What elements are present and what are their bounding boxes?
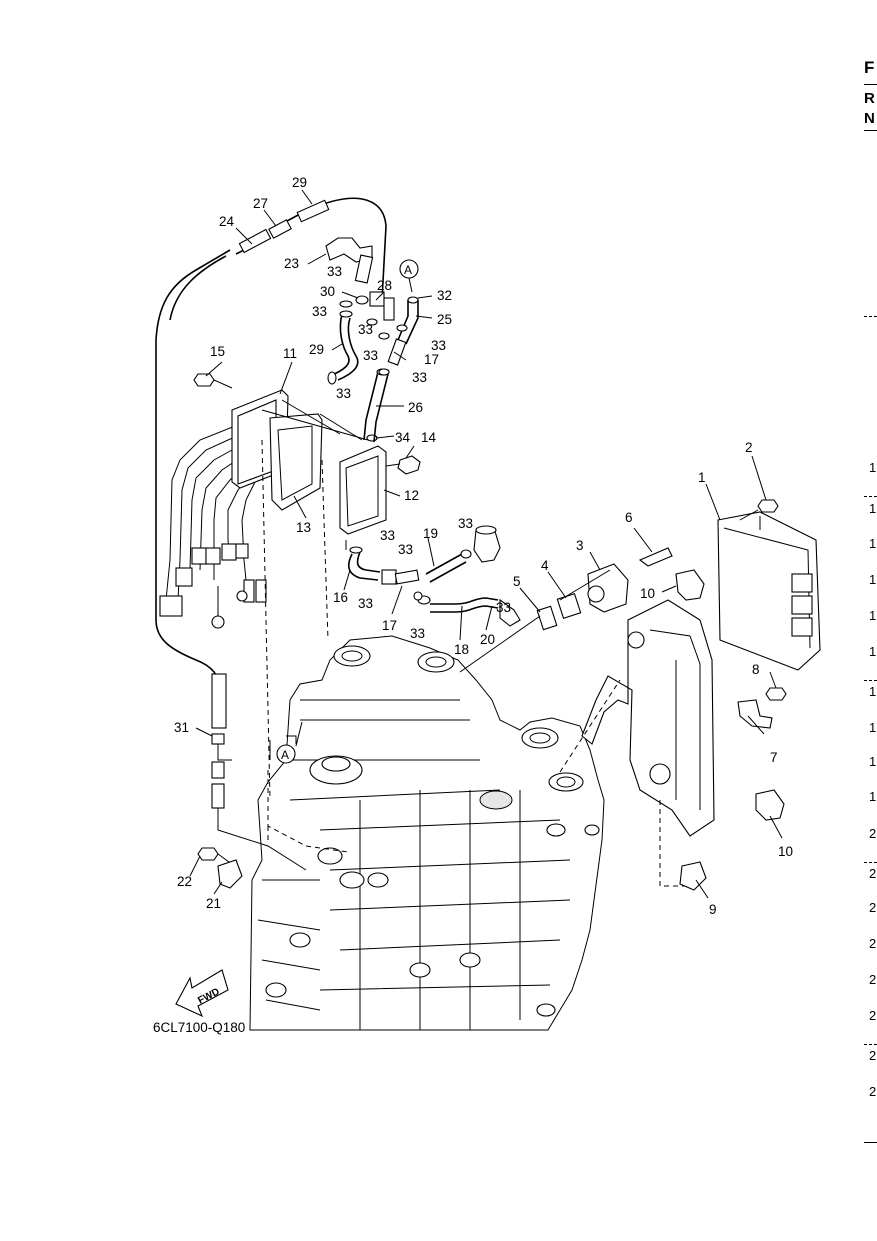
callout-33b: 33 <box>312 304 327 319</box>
callout-6: 6 <box>625 510 633 525</box>
leader-lines <box>189 189 783 899</box>
wiring-harness <box>159 419 267 629</box>
callout-31: 31 <box>174 720 189 735</box>
side-rule <box>864 496 877 497</box>
callout-10b: 10 <box>778 844 793 859</box>
side-rule <box>864 130 877 131</box>
fasteners-21-22 <box>197 847 243 889</box>
callout-12: 12 <box>404 488 419 503</box>
callout-33h: 33 <box>380 528 395 543</box>
callout-11: 11 <box>283 346 297 361</box>
callout-33g: 33 <box>336 386 351 401</box>
callout-9: 9 <box>709 902 717 917</box>
side-num: 1 <box>869 572 877 587</box>
side-num: 1 <box>869 608 877 623</box>
callout-33d: 33 <box>363 348 378 363</box>
side-letter-r: R <box>864 90 875 107</box>
side-num: 1 <box>869 754 877 769</box>
callout-4: 4 <box>541 558 549 573</box>
side-num: 1 <box>869 460 877 475</box>
ref-label-a-bottom: A <box>281 748 289 762</box>
side-num: 2 <box>869 1048 877 1063</box>
side-rule <box>864 680 877 681</box>
callout-33l: 33 <box>410 626 425 641</box>
side-num: 1 <box>869 720 877 735</box>
callout-33j: 33 <box>398 542 413 557</box>
callout-20: 20 <box>480 632 495 647</box>
fwd-arrow <box>175 969 229 1018</box>
callout-19: 19 <box>423 526 438 541</box>
callout-22: 22 <box>177 874 192 889</box>
callout-labels: 1 2 3 4 5 6 7 8 9 10 10 11 12 13 14 15 1… <box>153 175 793 1035</box>
side-num: 2 <box>869 1084 877 1099</box>
side-num: 1 <box>869 684 877 699</box>
side-num: 1 <box>869 644 877 659</box>
callout-29a: 29 <box>292 175 307 190</box>
callout-26: 26 <box>408 400 423 415</box>
callout-13: 13 <box>296 520 311 535</box>
callout-8: 8 <box>752 662 760 677</box>
callout-33a: 33 <box>327 264 342 279</box>
callout-25: 25 <box>437 312 452 327</box>
figure-code: 6CL7100-Q180 <box>153 1020 245 1035</box>
side-rule <box>864 1044 877 1045</box>
side-num: 2 <box>869 936 877 951</box>
callout-24: 24 <box>219 214 235 229</box>
callout-29b: 29 <box>309 342 324 357</box>
hose-run <box>155 197 387 871</box>
ecu-bracket <box>559 499 821 891</box>
callout-17b: 17 <box>382 618 397 633</box>
callout-10a: 10 <box>640 586 655 601</box>
callout-1: 1 <box>698 470 706 485</box>
side-num: 2 <box>869 900 877 915</box>
side-num: 2 <box>869 826 877 841</box>
vapor-hoses <box>345 525 521 627</box>
side-rule <box>864 84 877 85</box>
side-num: 1 <box>869 789 877 804</box>
callout-33c: 33 <box>358 322 373 337</box>
callout-33k: 33 <box>358 596 373 611</box>
callout-33m: 33 <box>496 600 511 615</box>
callout-32: 32 <box>437 288 452 303</box>
callout-30: 30 <box>320 284 335 299</box>
side-num: 1 <box>869 536 877 551</box>
side-rule <box>864 316 877 317</box>
callout-33i: 33 <box>458 516 473 531</box>
side-rule <box>864 862 877 863</box>
callout-5: 5 <box>513 574 521 589</box>
callout-34: 34 <box>395 430 411 445</box>
callout-2: 2 <box>745 440 753 455</box>
engine-block <box>249 635 605 1031</box>
callout-23: 23 <box>284 256 299 271</box>
callout-33e: 33 <box>431 338 446 353</box>
sensor-group <box>459 547 673 673</box>
ref-label-a-top: A <box>404 263 412 277</box>
callout-15: 15 <box>210 344 225 359</box>
callout-27: 27 <box>253 196 268 211</box>
callout-33f: 33 <box>412 370 427 385</box>
side-num: 2 <box>869 866 877 881</box>
callout-21: 21 <box>206 896 221 911</box>
cover-plates <box>193 373 421 801</box>
callout-14: 14 <box>421 430 437 445</box>
side-letter-f: F <box>864 58 875 77</box>
side-letter-n: N <box>864 110 875 127</box>
side-rule <box>864 1142 877 1143</box>
side-num: 2 <box>869 972 877 987</box>
callout-16: 16 <box>333 590 348 605</box>
callout-17a: 17 <box>424 352 439 367</box>
callout-7: 7 <box>770 750 778 765</box>
side-num: 2 <box>869 1008 877 1023</box>
callout-28: 28 <box>377 278 392 293</box>
side-num: 1 <box>869 501 877 516</box>
callout-3: 3 <box>576 538 584 553</box>
callout-18: 18 <box>454 642 469 657</box>
